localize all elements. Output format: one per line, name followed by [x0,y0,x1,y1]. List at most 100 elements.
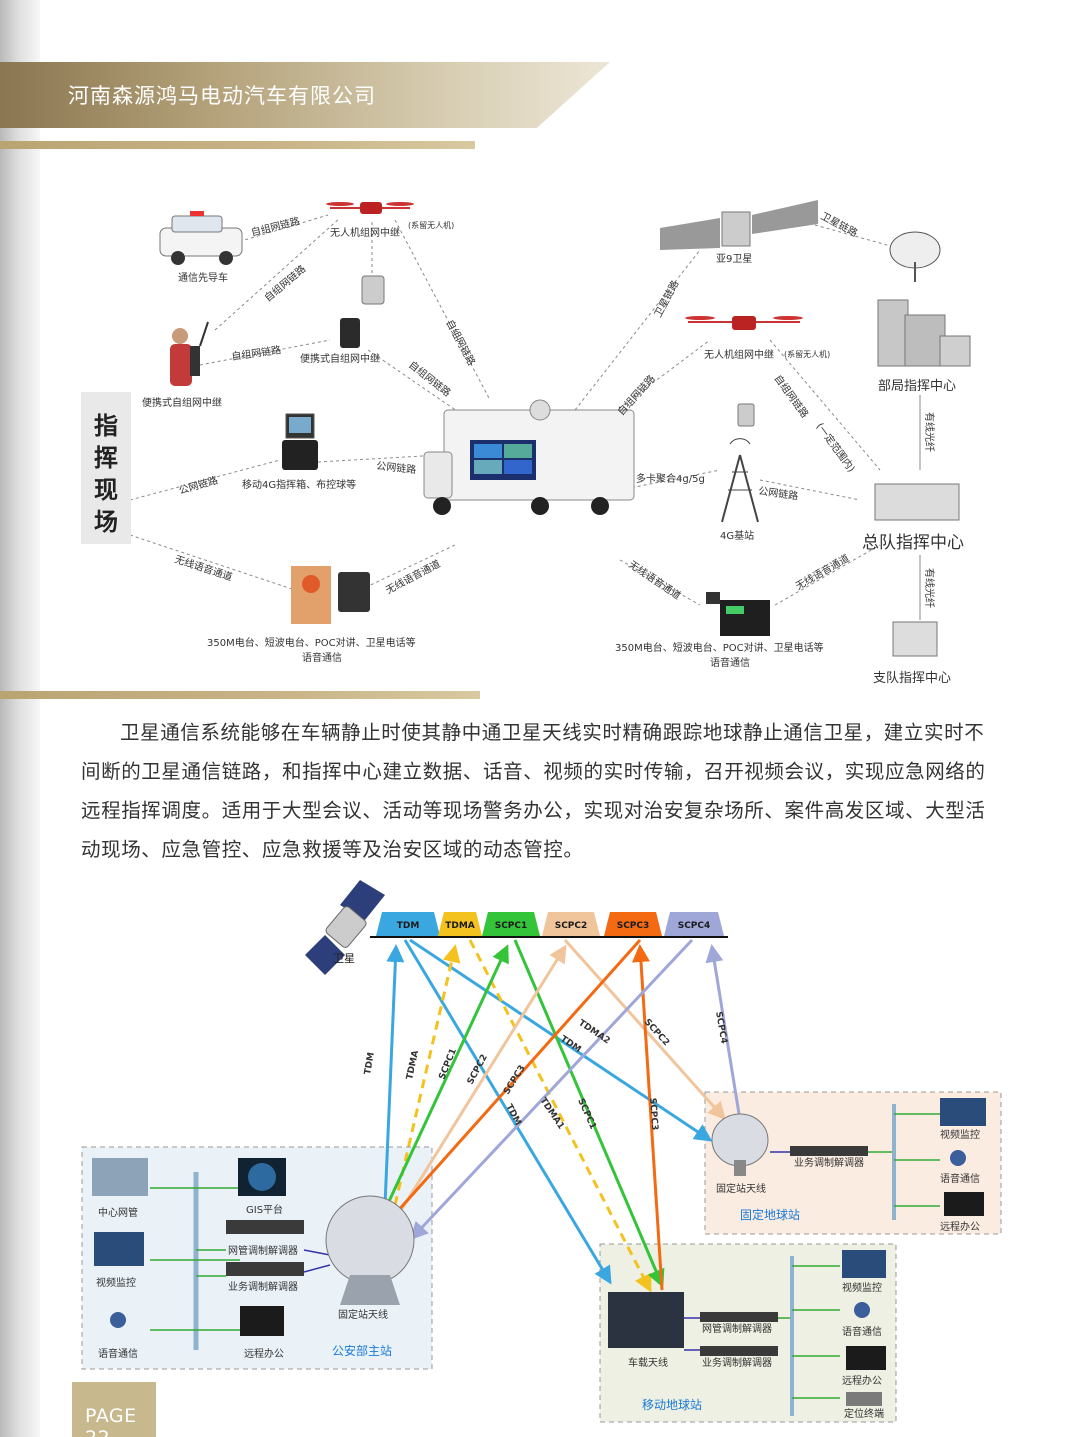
channel-label-tdm: TDM [397,921,420,931]
person-relay-label: 便携式自组网中继 [142,396,222,409]
main-item-6: 远程办公 [244,1347,284,1360]
channel-label-scpc2: SCPC2 [555,921,588,931]
satellite-icon [305,880,385,975]
channel-label-scpc1: SCPC1 [495,921,528,931]
radio-right-line2: 语音通信 [710,656,750,669]
ministry-building-icon [877,299,971,367]
link-adhoc-5: 自组网链路 [406,358,453,399]
video-monitor-image [94,1232,144,1266]
link-adhoc-3: 自组网链路 [231,343,282,363]
arrow-label-scpc1-1: SCPC1 [438,1047,459,1081]
radio-left-line2: 语音通信 [302,651,342,664]
main-item-0: 中心网管 [98,1206,138,1219]
side-label-4: 场 [94,508,118,536]
mobile-video-image [842,1250,886,1278]
drone-left-icon [326,202,414,214]
arrow-label-scpc3-2: SCPC3 [647,1098,659,1131]
mobile-item-0: 视频监控 [842,1281,882,1294]
main-dish-icon [325,1195,415,1305]
drone-right-sub: (系留无人机) [784,349,830,359]
mobile-item-1: 语音通信 [842,1325,882,1338]
channel-tab-scpc4 [664,912,724,936]
satellite-label: 卫星 [333,952,355,965]
portable-relay-icon [340,318,360,348]
mobile-item-2: 远程办公 [842,1374,882,1387]
base-station-label: 4G基站 [720,529,754,542]
fixed-modem-image [790,1146,868,1156]
side-label-box [81,392,131,544]
satellite-right-icon [660,200,818,250]
side-label-3: 现 [94,476,118,504]
globe-icon [248,1163,276,1191]
link-fiber-1: 有线光纤 [923,412,936,452]
mobile-modem-0: 网管调制解调器 [702,1322,772,1335]
satellite-right-label: 亚9卫星 [716,253,752,265]
header-banner [0,62,610,128]
drone-left-sub: (系留无人机) [408,220,454,230]
mobile-nm-modem-image [700,1312,778,1322]
link-adhoc-1: 自组网链路 [250,214,302,239]
page-number: 22 [85,1427,110,1437]
corps-center-label: 总队指挥中心 [862,533,964,553]
side-label-2: 挥 [94,444,118,472]
channel-label-scpc3: SCPC3 [617,921,650,931]
main-svc-modem-image [226,1262,304,1276]
page-label: PAGE [85,1405,137,1427]
helmet-icon [302,575,320,593]
fixed-station-title: 固定地球站 [740,1207,800,1222]
arrow-label-tdm-3: TDM [503,1103,522,1128]
base-station-icon [721,438,759,523]
arrow-label-tdma-1: TDMA [405,1050,421,1081]
fixed-item-2: 远程办公 [940,1220,980,1233]
fixed-item-0: 视频监控 [940,1128,980,1141]
link-public-2: 公网链路 [376,459,417,476]
link-adhoc-2: 自组网链路 [262,262,309,304]
page-number-badge: PAGE 22 [72,1382,156,1437]
link-voice-3: 无线语音通道 [626,558,683,602]
link-satellite-1: 卫星链路 [651,278,681,319]
channel-tab-tdma [438,912,482,936]
mobile-4g-box-icon [282,413,318,470]
divider-top [0,141,475,149]
mobile-item-3: 定位终端 [844,1407,884,1420]
channel-strip: TDM TDMA SCPC1 SCPC2 SCPC3 SCPC4 [376,912,724,936]
link-lines [129,214,921,620]
drone-right-icon [685,316,803,330]
link-voice-1: 无线语音通道 [173,552,234,583]
fixed-station-bus [770,1104,940,1220]
ground-dish-icon [889,231,941,282]
mobile-svc-modem-image [700,1346,778,1356]
channel-label-tdma: TDMA [445,921,475,931]
drone-left-label: 无人机组网中继 [330,226,400,239]
main-station-title: 公安部主站 [332,1343,392,1358]
fixed-remote-image [944,1192,984,1216]
relay-person-icon [170,321,209,386]
fixed-antenna-label: 固定站天线 [716,1182,766,1195]
divider-middle [0,691,480,699]
lead-car-label: 通信先导车 [178,271,228,284]
ministry-center-label: 部局指挥中心 [878,379,956,394]
mobile-station-bus [684,1256,840,1416]
mobile-modem-1: 业务调制解调器 [702,1356,772,1369]
fixed-modem-label: 业务调制解调器 [794,1156,864,1169]
channel-label-scpc4: SCPC4 [678,921,711,931]
voice-user-icon [110,1312,126,1328]
fixed-dish-icon [711,1113,769,1176]
mobile-station-title: 移动地球站 [642,1398,702,1412]
main-item-2: 语音通信 [98,1347,138,1360]
relay-box-icon [361,275,385,305]
mobile-4g-box-label: 移动4G指挥箱、布控球等 [242,478,356,491]
channel-tab-scpc3 [604,912,662,936]
link-public-1: 公网链路 [177,473,219,497]
command-truck-icon [423,399,635,515]
link-adhoc-7: 自组网链路 [772,372,812,420]
side-label-1: 指 [94,412,118,440]
arrow-label-scpc3-1: SCPC3 [502,1064,528,1097]
link-voice-2: 无线语音通道 [383,557,442,597]
detachment-building-icon [892,621,938,657]
link-satellite-2: 卫星链路 [819,209,860,239]
radio-right-line1: 350M电台、短波电台、POC对讲、卫星电话等 [615,641,824,654]
gps-terminal-image [846,1392,882,1406]
portable-relay-label: 便携式自组网中继 [300,352,380,365]
